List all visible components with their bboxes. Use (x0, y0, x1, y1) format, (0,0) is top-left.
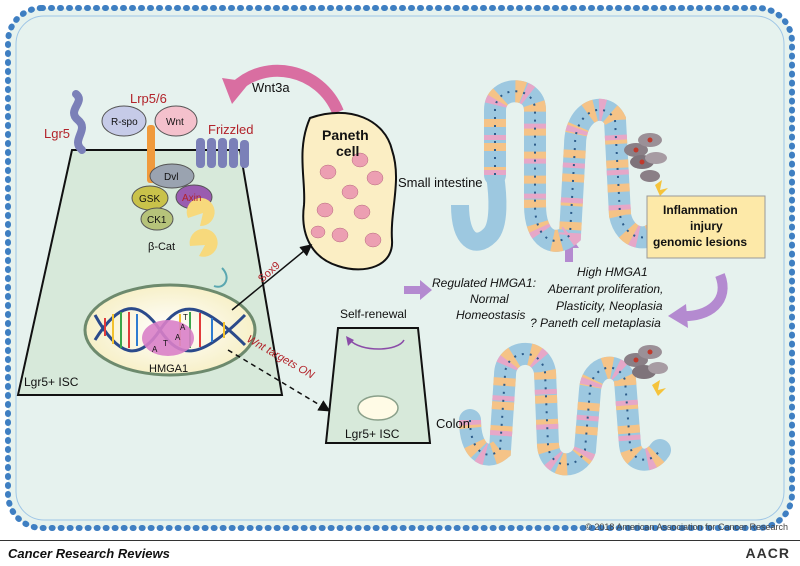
inflammation-arrow (679, 273, 728, 322)
label-high-1: High HMGA1 (577, 265, 648, 279)
inflammation-box (646, 195, 766, 259)
label-wnt3a: Wnt3a (252, 80, 290, 95)
label-high-2: Aberrant proliferation, (547, 282, 663, 296)
small-intestine-crypt (451, 80, 671, 252)
label-dna-a2: A (175, 333, 181, 342)
lgr5-isc-small-cell (324, 327, 432, 444)
label-lgr5-isc-small: Lgr5+ ISC (345, 427, 400, 441)
ck1-protein (140, 207, 174, 231)
stem-cell (357, 395, 399, 421)
label-lgr5-isc: Lgr5+ ISC (24, 375, 79, 389)
label-paneth-1: Paneth (322, 127, 369, 143)
label-rspo: R-spo (111, 117, 138, 128)
colon-neoplastic-cluster (624, 345, 668, 396)
r-spo-ligand (101, 105, 147, 137)
label-inflam-2: injury (690, 219, 723, 233)
label-frizzled: Frizzled (208, 122, 254, 137)
colon-crypt (459, 343, 671, 476)
label-lrp: Lrp5/6 (130, 91, 167, 106)
label-regulated-3: Homeostasis (456, 308, 525, 322)
label-gsk: GSK (139, 194, 160, 205)
footer-bar: Cancer Research Reviews AACR (0, 540, 800, 566)
wnt-targets-arrow (227, 349, 331, 412)
homeostasis-arrow (404, 280, 432, 300)
label-regulated-2: Normal (470, 292, 509, 306)
journal-name: Cancer Research Reviews (8, 546, 170, 561)
label-colon: Colon (436, 416, 470, 431)
paneth-granules (310, 152, 384, 248)
label-inflam-3: genomic lesions (653, 235, 747, 249)
aacr-logo: AACR (745, 545, 790, 561)
frizzled-receptor (196, 138, 249, 168)
label-hmga1: HMGA1 (149, 363, 188, 375)
wnt3a-arrowhead (222, 78, 250, 104)
lgr5-receptor (70, 90, 86, 154)
hmga1-protein (142, 320, 194, 356)
wnt-ligand (154, 105, 198, 137)
beta-catenin-icon (186, 198, 215, 227)
label-dna-a3: A (180, 323, 186, 332)
label-wnt: Wnt (166, 117, 184, 128)
dvl-protein (149, 163, 195, 189)
label-inflam-1: Inflammation (663, 203, 738, 217)
neoplastic-cluster (624, 133, 668, 196)
label-high-4: ? Paneth cell metaplasia (530, 316, 661, 330)
label-bcat: β-Cat (148, 241, 175, 253)
label-small-intestine: Small intestine (398, 175, 483, 190)
label-dna-a1: A (152, 345, 158, 354)
cell-membrane-inner (15, 15, 785, 521)
translocation-arrow (213, 267, 228, 288)
label-lgr5: Lgr5 (44, 126, 70, 141)
lrp-receptor (147, 125, 155, 183)
label-self-renewal: Self-renewal (340, 307, 407, 321)
label-regulated-1: Regulated HMGA1: (432, 276, 536, 290)
label-ck1: CK1 (147, 215, 167, 226)
label-high-3: Plasticity, Neoplasia (556, 299, 663, 313)
wnt3a-arrow (230, 64, 344, 115)
beta-catenin-icon-2 (189, 228, 218, 257)
label-axin: Axin (182, 193, 201, 204)
label-dna-t1: T (163, 339, 168, 348)
sox9-arrow (231, 244, 313, 311)
label-paneth-2: cell (336, 143, 359, 159)
label-dvl: Dvl (164, 172, 178, 183)
copyright-notice: © 2018 American Association for Cancer R… (585, 522, 788, 532)
label-dna-t2: T (183, 313, 188, 322)
receptor-complex (70, 90, 249, 288)
self-renewal-arrow (349, 339, 405, 350)
